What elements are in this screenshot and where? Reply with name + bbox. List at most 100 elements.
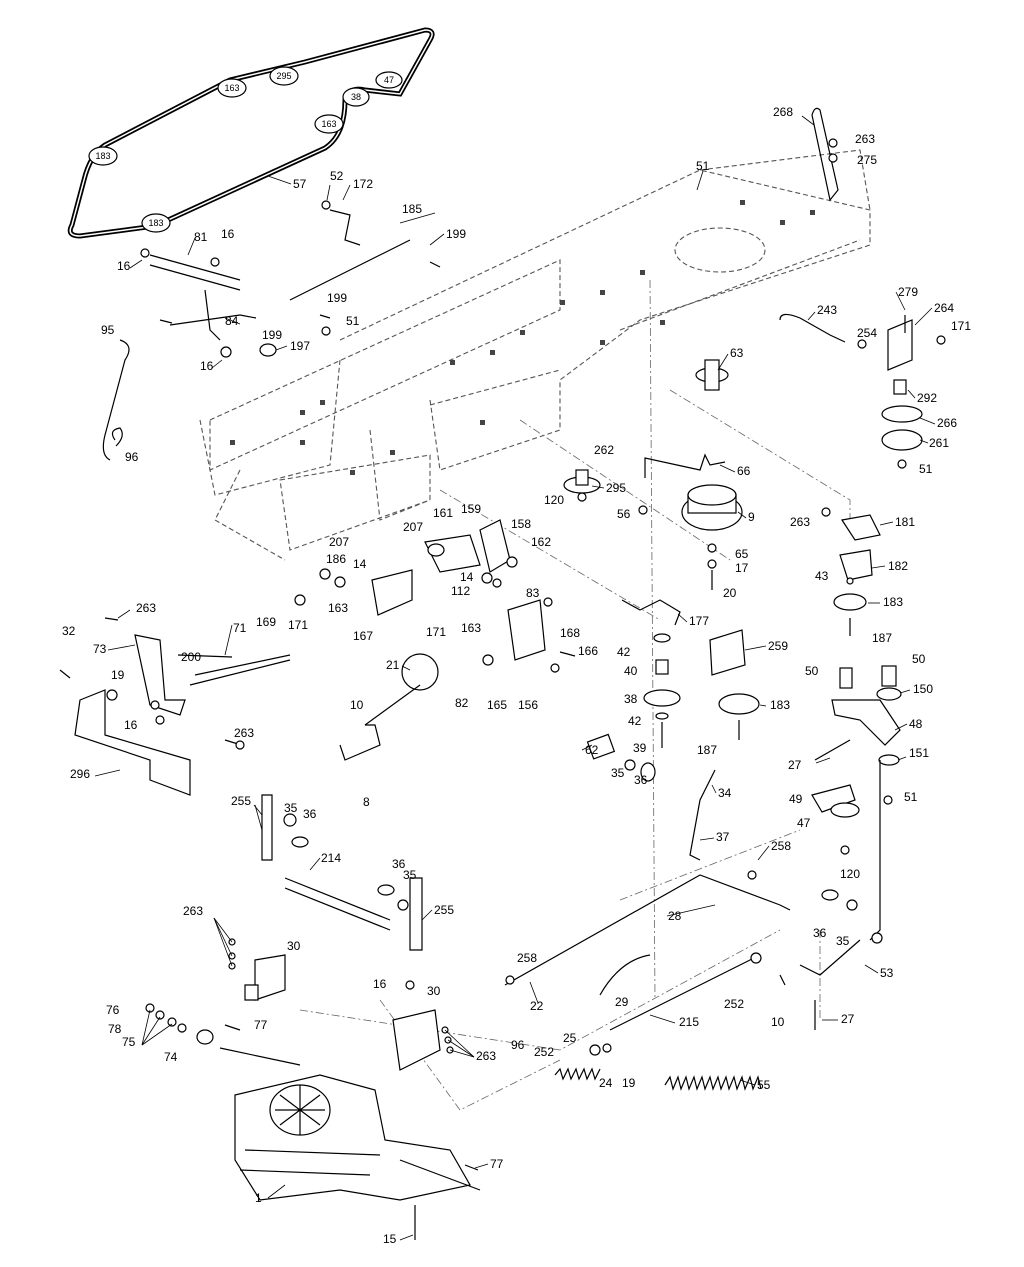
callout-label: 275 (857, 153, 877, 167)
callout-label: 42 (628, 714, 642, 728)
belt-pulley-label: 183 (148, 218, 163, 228)
callout-label: 28 (668, 909, 682, 923)
callout-label: 51 (696, 159, 710, 173)
belt-pulley-label: 38 (351, 92, 361, 102)
callout-label: 56 (617, 507, 631, 521)
callout-label: 186 (326, 552, 346, 566)
callout-label: 159 (461, 502, 481, 516)
callout-label: 120 (544, 493, 564, 507)
callout-label: 16 (221, 227, 235, 241)
callout-label: 295 (606, 481, 626, 495)
callout-label: 214 (321, 851, 341, 865)
transaxle (145, 1003, 481, 1240)
callout-label: 96 (125, 450, 139, 464)
belt-pulley-label: 183 (95, 151, 110, 161)
top-right-parts (779, 107, 946, 469)
belt-pulley-label: 163 (321, 119, 336, 129)
callout-label: 48 (909, 717, 923, 731)
callout-leaders (94, 115, 936, 1241)
right-lever-parts (799, 665, 902, 1030)
callout-label: 151 (909, 746, 929, 760)
callout-label: 36 (813, 926, 827, 940)
callout-label: 39 (633, 741, 647, 755)
callout-label: 37 (716, 830, 730, 844)
callout-label: 171 (426, 625, 446, 639)
callout-label: 57 (293, 177, 307, 191)
callout-label: 15 (383, 1232, 397, 1246)
callout-label: 200 (181, 650, 201, 664)
belt-pulley-label: 47 (384, 75, 394, 85)
callout-label: 35 (403, 868, 417, 882)
callout-label: 77 (490, 1157, 504, 1171)
callout-label: 36 (303, 807, 317, 821)
callout-label: 50 (805, 664, 819, 678)
callout-label: 65 (735, 547, 749, 561)
belt-pulley: 295 (269, 66, 299, 86)
assembly-leaders (299, 279, 851, 1111)
callout-label: 36 (634, 773, 648, 787)
callout-labels: 57 52 172 185 199 16 81 16 199 84 199 51… (62, 105, 971, 1246)
callout-label: 73 (93, 642, 107, 656)
callout-label: 10 (350, 698, 364, 712)
callout-label: 17 (735, 561, 749, 575)
callout-label: 263 (855, 132, 875, 146)
callout-label: 16 (117, 259, 131, 273)
callout-label: 35 (836, 934, 850, 948)
callout-label: 16 (373, 977, 387, 991)
callout-label: 78 (108, 1022, 122, 1036)
callout-label: 19 (111, 668, 125, 682)
callout-label: 255 (434, 903, 454, 917)
callout-label: 77 (254, 1018, 268, 1032)
callout-label: 49 (789, 792, 803, 806)
callout-label: 166 (578, 644, 598, 658)
callout-label: 22 (530, 999, 544, 1013)
center-parts (563, 359, 881, 748)
callout-label: 199 (262, 328, 282, 342)
callout-label: 266 (937, 416, 957, 430)
callout-label: 197 (290, 339, 310, 353)
callout-label: 81 (194, 230, 208, 244)
callout-label: 71 (233, 621, 247, 635)
callout-label: 263 (136, 601, 156, 615)
callout-label: 268 (773, 105, 793, 119)
callout-label: 112 (451, 584, 470, 598)
callout-label: 255 (231, 794, 251, 808)
callout-label: 150 (913, 682, 933, 696)
callout-label: 16 (200, 359, 214, 373)
callout-label: 9 (748, 510, 755, 524)
belt-pulley: 38 (342, 87, 370, 107)
callout-label: 42 (617, 645, 631, 659)
callout-label: 258 (771, 839, 791, 853)
callout-label: 262 (594, 443, 614, 457)
left-parts (59, 617, 439, 796)
callout-label: 185 (402, 202, 422, 216)
callout-label: 14 (460, 570, 474, 584)
callout-label: 47 (797, 816, 811, 830)
callout-label: 264 (934, 301, 954, 315)
callout-label: 261 (929, 436, 949, 450)
callout-label: 158 (511, 517, 531, 531)
callout-label: 76 (106, 1003, 120, 1017)
callout-label: 199 (446, 227, 466, 241)
callout-label: 52 (330, 169, 344, 183)
callout-label: 51 (346, 314, 360, 328)
bracket-30-lower (392, 980, 454, 1071)
callout-label: 8 (363, 795, 370, 809)
callout-label: 165 (487, 698, 507, 712)
callout-label: 43 (815, 569, 829, 583)
belt-pulley-label: 163 (224, 83, 239, 93)
callout-label: 187 (697, 743, 717, 757)
belt-pulley-labels: 183 163 295 47 38 163 183 (88, 66, 403, 233)
belt-pulley: 183 (88, 146, 118, 166)
belt-pulley: 183 (141, 213, 171, 233)
callout-label: 27 (841, 1012, 855, 1026)
callout-label: 50 (912, 652, 926, 666)
callout-label: 183 (883, 595, 903, 609)
callout-label: 199 (327, 291, 347, 305)
callout-label: 83 (526, 586, 540, 600)
callout-label: 279 (898, 285, 918, 299)
belt-pulley: 163 (217, 78, 247, 98)
callout-label: 243 (817, 303, 837, 317)
callout-label: 35 (611, 766, 625, 780)
